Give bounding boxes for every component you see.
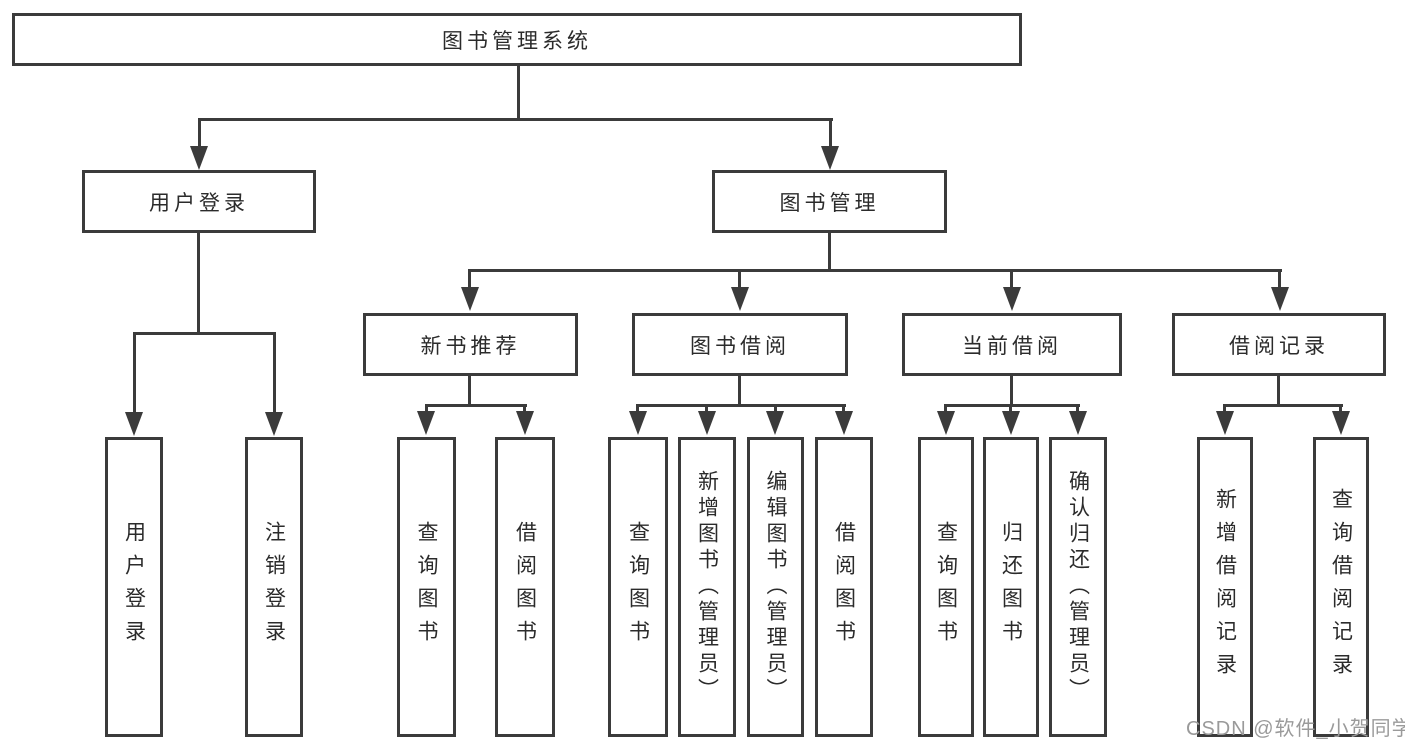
- arrowhead-down-icon: [1216, 411, 1234, 435]
- arrowhead-down-icon: [731, 287, 749, 311]
- watermark: CSDN @软件_小贺同学: [1186, 718, 1405, 740]
- node-current-borrowing: 当前借阅: [902, 313, 1122, 376]
- node-label: 新书推荐: [420, 334, 521, 358]
- connector-hline: [1223, 404, 1343, 407]
- node-label: 图书管理: [779, 191, 880, 215]
- arrowhead-down-icon: [190, 146, 208, 170]
- connector-vline: [1278, 269, 1281, 296]
- connector-vline: [133, 332, 136, 417]
- node-label: 用户登录: [122, 521, 146, 653]
- arrowhead-down-icon: [1332, 411, 1350, 435]
- node-query-books-current: 查询图书: [918, 437, 974, 737]
- connector-hline: [133, 332, 276, 335]
- connector-hline: [944, 404, 1080, 407]
- arrowhead-down-icon: [516, 411, 534, 435]
- connector-vline: [517, 66, 520, 121]
- connector-hline: [198, 118, 833, 121]
- node-label: 借阅图书: [832, 521, 856, 653]
- node-label: 查询图书: [626, 521, 650, 653]
- node-library-management-system: 图书管理系统: [12, 13, 1022, 66]
- connector-vline: [738, 376, 741, 407]
- arrowhead-down-icon: [461, 287, 479, 311]
- arrowhead-down-icon: [766, 411, 784, 435]
- node-label: 查询图书: [934, 521, 958, 653]
- connector-vline: [828, 233, 831, 272]
- node-logout-leaf: 注销登录: [245, 437, 303, 737]
- node-label: 借阅图书: [513, 521, 537, 653]
- connector-vline: [273, 332, 276, 417]
- node-query-borrow-record: 查询借阅记录: [1313, 437, 1369, 737]
- arrowhead-down-icon: [1003, 287, 1021, 311]
- node-edit-books-admin: 编辑图书（管理员）: [747, 437, 804, 737]
- connector-vline: [468, 269, 471, 296]
- connector-vline: [829, 118, 832, 154]
- node-query-books-borrowing: 查询图书: [608, 437, 668, 737]
- arrowhead-down-icon: [629, 411, 647, 435]
- arrowhead-down-icon: [1271, 287, 1289, 311]
- node-book-borrowing: 图书借阅: [632, 313, 848, 376]
- node-borrowing-records: 借阅记录: [1172, 313, 1386, 376]
- arrowhead-down-icon: [821, 146, 839, 170]
- connector-vline: [738, 269, 741, 296]
- node-new-book-recommend: 新书推荐: [363, 313, 578, 376]
- connector-hline: [636, 404, 846, 407]
- arrowhead-down-icon: [1002, 411, 1020, 435]
- arrowhead-down-icon: [1069, 411, 1087, 435]
- arrowhead-down-icon: [417, 411, 435, 435]
- node-borrow-books-recommend: 借阅图书: [495, 437, 555, 737]
- node-borrow-books-borrowing: 借阅图书: [815, 437, 873, 737]
- node-label: 新增图书（管理员）: [695, 470, 719, 704]
- node-return-books: 归还图书: [983, 437, 1039, 737]
- connector-vline: [468, 376, 471, 407]
- connector-vline: [1010, 376, 1013, 407]
- node-add-borrow-record: 新增借阅记录: [1197, 437, 1253, 737]
- connector-vline: [198, 118, 201, 154]
- node-add-books-admin: 新增图书（管理员）: [678, 437, 736, 737]
- node-label: 当前借阅: [962, 334, 1062, 358]
- node-query-books-recommend: 查询图书: [397, 437, 456, 737]
- arrowhead-down-icon: [125, 412, 143, 436]
- connector-vline: [197, 233, 200, 334]
- node-confirm-return-admin: 确认归还（管理员）: [1049, 437, 1107, 737]
- node-book-management: 图书管理: [712, 170, 947, 233]
- node-label: 编辑图书（管理员）: [764, 470, 787, 704]
- node-user-login: 用户登录: [82, 170, 316, 233]
- node-label: 确认归还（管理员）: [1066, 470, 1090, 704]
- connector-vline: [1010, 269, 1013, 296]
- node-label: 图书管理系统: [442, 29, 592, 53]
- node-label: 查询图书: [415, 521, 438, 653]
- arrowhead-down-icon: [835, 411, 853, 435]
- node-user-login-leaf: 用户登录: [105, 437, 163, 737]
- connector-vline: [1277, 376, 1280, 407]
- node-label: 归还图书: [999, 521, 1023, 653]
- node-label: 新增借阅记录: [1213, 488, 1237, 686]
- arrowhead-down-icon: [265, 412, 283, 436]
- node-label: 用户登录: [149, 191, 249, 215]
- connector-hline: [425, 404, 527, 407]
- node-label: 查询借阅记录: [1329, 488, 1353, 686]
- arrowhead-down-icon: [937, 411, 955, 435]
- node-label: 注销登录: [262, 521, 286, 653]
- node-label: 图书借阅: [690, 334, 790, 358]
- node-label: 借阅记录: [1229, 334, 1329, 358]
- connector-hline: [469, 269, 1282, 272]
- arrowhead-down-icon: [698, 411, 716, 435]
